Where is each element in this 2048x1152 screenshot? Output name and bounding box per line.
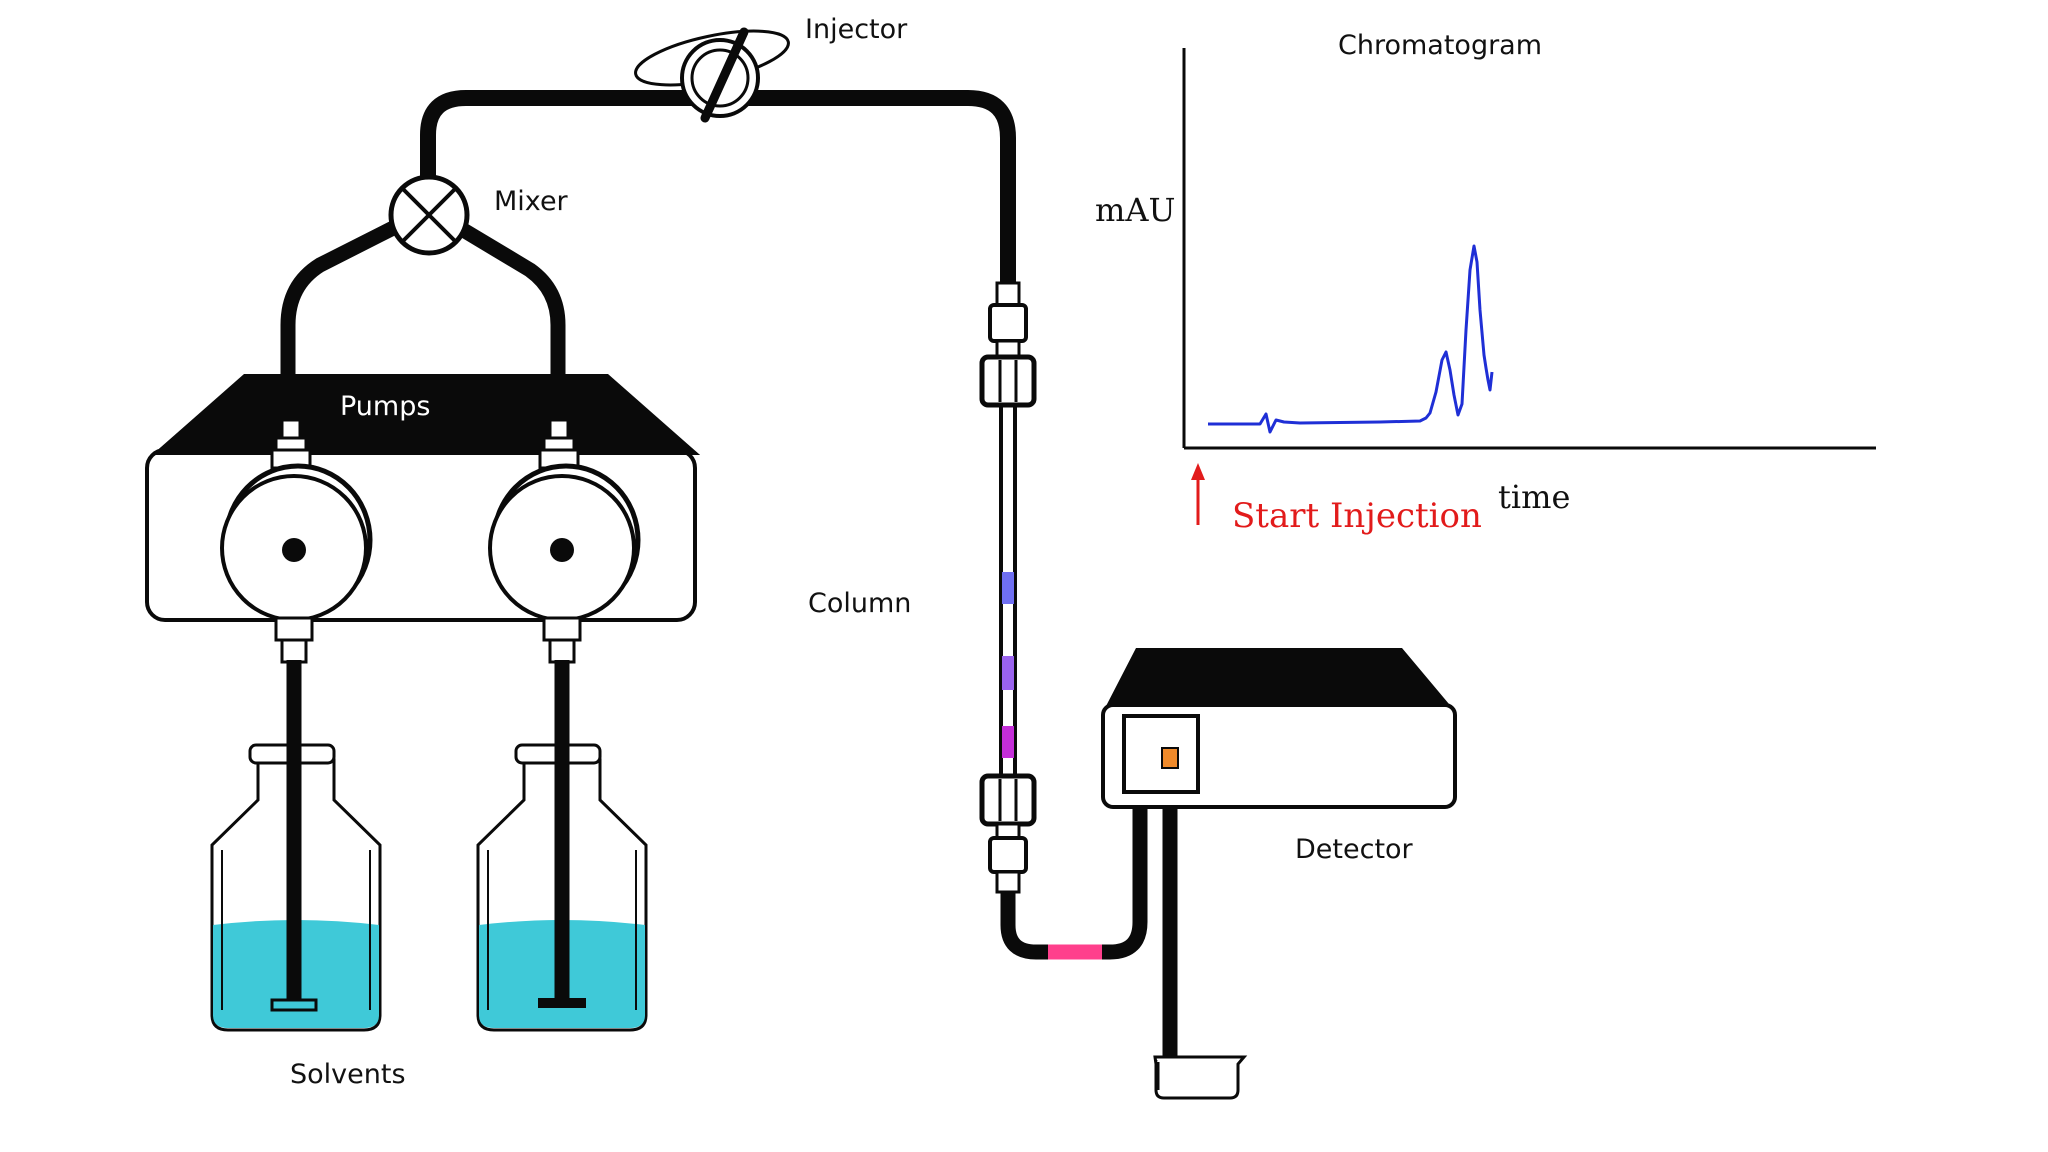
band-2 [1002, 656, 1014, 690]
tube-pump-right-to-mixer [442, 214, 566, 388]
column-label: Column [808, 588, 911, 619]
start-injection-arrowhead [1191, 463, 1205, 480]
solvent-bottle-right [476, 660, 648, 1032]
tube-pump-left-to-mixer [280, 214, 413, 388]
start-injection-label: Start Injection [1232, 496, 1482, 536]
pumps-label: Pumps [340, 391, 430, 422]
chromatogram-x-axis-label: time [1498, 478, 1570, 516]
chromatogram-trace [1208, 244, 1494, 434]
detector[interactable] [1101, 648, 1457, 809]
mixer[interactable] [388, 174, 470, 256]
chromatogram-title: Chromatogram [1338, 30, 1542, 61]
injector-valve[interactable] [631, 20, 793, 123]
waste-beaker [1152, 1053, 1248, 1100]
detector-label: Detector [1295, 834, 1414, 865]
band-3 [1002, 726, 1014, 758]
band-1 [1002, 572, 1014, 604]
chromatogram-panel [1182, 48, 1876, 525]
pump-head-left[interactable] [220, 418, 373, 664]
solvent-bottle-left [210, 660, 382, 1032]
pump-head-right[interactable] [488, 418, 641, 664]
solvents-label: Solvents [290, 1059, 406, 1090]
chromatogram-y-axis-label: mAU [1095, 191, 1175, 229]
injector-label: Injector [805, 14, 908, 45]
mixer-label: Mixer [494, 186, 569, 217]
